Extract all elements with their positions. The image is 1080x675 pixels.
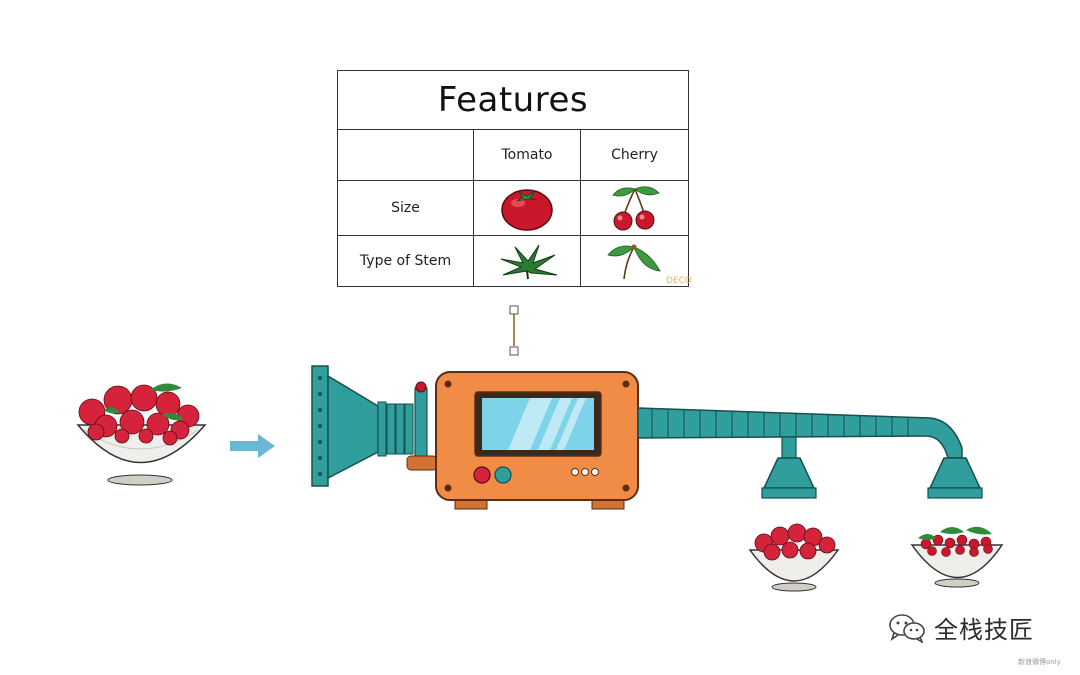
cherry-size-cell: [581, 181, 688, 236]
table-corner-cell: [338, 129, 474, 181]
tomato-stem-cell: [474, 236, 581, 286]
output-bowl-tomatoes: [748, 523, 840, 592]
teal-button: [494, 466, 512, 484]
watermark-small: DECO: [666, 276, 692, 286]
wechat-icon: [889, 613, 925, 643]
table-connector: [509, 305, 519, 356]
row-label-stem: Type of Stem: [338, 236, 474, 286]
tomato-stem-icon: [500, 244, 558, 280]
input-fruit-bowl: [76, 383, 207, 486]
sorting-machine: [435, 371, 639, 510]
column-header-cherry: Cherry: [581, 129, 688, 181]
brand-label: 全栈技匠: [934, 616, 1034, 644]
row-label-size: Size: [338, 181, 474, 236]
cherry-stem-cell: [581, 236, 688, 286]
credit-text: 新浪微博only: [1018, 658, 1061, 666]
brand-watermark: 全栈技匠: [888, 610, 1034, 645]
features-table: Features Tomato Cherry Size: [337, 70, 689, 287]
tomato-icon: [501, 189, 553, 231]
red-button: [473, 466, 491, 484]
cherry-stem-icon: [606, 244, 661, 280]
flow-arrow: [230, 434, 275, 458]
cherries-icon: [611, 186, 660, 231]
output-bowl-cherries: [910, 526, 1004, 588]
table-grid: Tomato Cherry Size Type of Stem: [338, 129, 688, 286]
machine-input-funnel: [311, 365, 438, 487]
table-title: Features: [338, 71, 688, 130]
output-pipe: [637, 407, 983, 499]
column-header-tomato: Tomato: [474, 129, 581, 181]
tomato-size-cell: [474, 181, 581, 236]
